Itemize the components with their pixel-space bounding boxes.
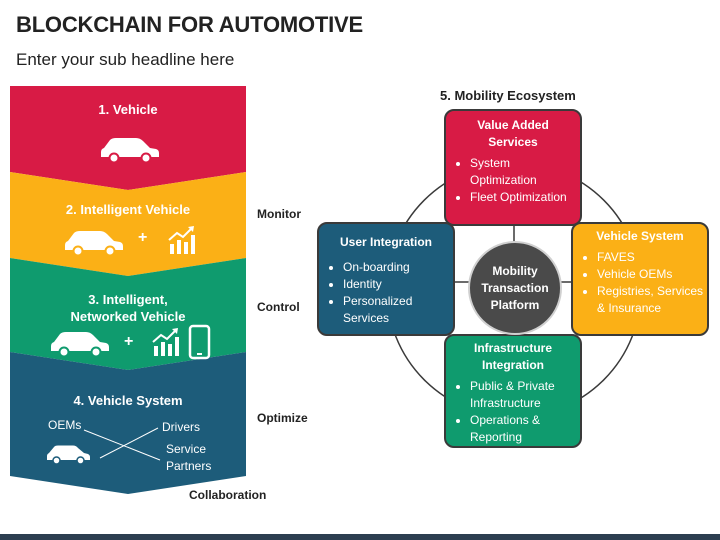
- list-item: On-boarding: [343, 259, 453, 276]
- stage-vehicle-system-label: 4. Vehicle System: [73, 393, 183, 408]
- car-icon: [47, 445, 90, 465]
- list-item: Identity: [343, 276, 453, 293]
- control-label: Control: [257, 300, 300, 314]
- list-item: Fleet Optimization: [470, 189, 580, 206]
- page-title: BLOCKCHAIN FOR AUTOMOTIVE: [16, 12, 363, 37]
- stage-networked-vehicle-label-2: Networked Vehicle: [70, 309, 186, 324]
- service-partners-label-2: Partners: [166, 459, 212, 473]
- connector-line: [99, 427, 159, 459]
- list-item: Personalized Services: [343, 293, 453, 327]
- ecosystem-title: 5. Mobility Ecosystem: [440, 88, 576, 103]
- list-item: Registries, Services & Insurance: [597, 283, 707, 317]
- growth-chart-icon: [152, 328, 179, 356]
- optimize-label: Optimize: [257, 411, 308, 425]
- stage-networked-vehicle-label-1: 3. Intelligent,: [88, 292, 168, 307]
- user-integration-box: User Integration On-boarding Identity Pe…: [317, 222, 455, 336]
- car-icon: [101, 138, 159, 164]
- oems-label: OEMs: [48, 418, 82, 432]
- vehicle-system-box: Vehicle System FAVES Vehicle OEMs Regist…: [571, 222, 709, 336]
- list-item: System Optimization: [470, 155, 580, 189]
- list-item: Vehicle OEMs: [597, 266, 707, 283]
- plus-sign: +: [138, 229, 148, 246]
- list-item: Operations & Reporting: [470, 412, 580, 446]
- collaboration-label: Collaboration: [189, 488, 267, 502]
- plus-sign: +: [124, 333, 134, 350]
- car-icon: [65, 231, 123, 257]
- connector-line: [83, 429, 161, 461]
- smartphone-icon: [188, 324, 211, 360]
- service-partners-label-1: Service: [166, 442, 207, 456]
- stage-vehicle-label: 1. Vehicle: [98, 102, 158, 117]
- drivers-label: Drivers: [162, 420, 200, 434]
- car-icon: [51, 332, 109, 358]
- stage-intelligent-vehicle-label: 2. Intelligent Vehicle: [65, 202, 191, 217]
- box-title: Vehicle System: [596, 229, 684, 243]
- list-item: Public & Private Infrastructure: [470, 378, 580, 412]
- growth-chart-icon: [168, 226, 195, 254]
- box-title: User Integration: [339, 235, 432, 249]
- list-item: FAVES: [597, 249, 707, 266]
- page-subtitle: Enter your sub headline here: [16, 50, 235, 69]
- bottom-bar: [0, 534, 720, 540]
- monitor-label: Monitor: [257, 207, 301, 221]
